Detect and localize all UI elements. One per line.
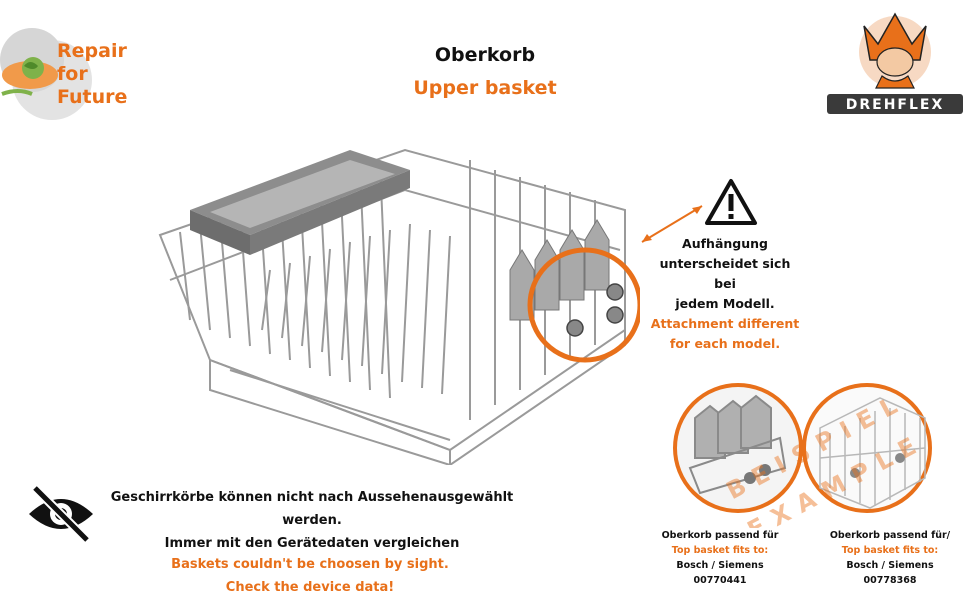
selection-note-de: Geschirrkörbe können nicht nach Aussehen… — [92, 486, 532, 555]
caption-brand: Bosch / Siemens — [676, 560, 764, 571]
caption-de: Oberkorb passend für — [661, 530, 779, 541]
repair-for-future-logo — [0, 28, 92, 120]
example-caption-1: Oberkorb passend für Top basket fits to:… — [650, 528, 790, 588]
warning-line-de: Aufhängung — [682, 236, 768, 251]
caption-part-number: 00778368 — [863, 575, 917, 586]
logo-line: Future — [57, 86, 128, 108]
caption-brand: Bosch / Siemens — [846, 560, 934, 571]
note-line-de: Geschirrkörbe können nicht nach Aussehen… — [110, 490, 514, 528]
logo-line: for — [57, 63, 88, 85]
logo-line: Repair — [57, 40, 127, 62]
caption-de: Oberkorb passend für/ — [829, 530, 951, 541]
warning-line-de: jedem Modell. — [675, 296, 775, 311]
selection-note-en: Baskets couldn't be choosen by sight. Ch… — [150, 553, 470, 599]
attachment-warning: Aufhängung unterscheidet sich bei jedem … — [650, 234, 800, 354]
warning-line-en: Attachment different — [650, 316, 800, 331]
example-thumbnails: BEISPIEL EXAMPLE — [673, 383, 932, 528]
note-line-en: Baskets couldn't be choosen by sight. — [171, 557, 449, 572]
note-line-de: Immer mit den Gerätedaten vergleichen — [164, 536, 460, 551]
caption-en: Top basket fits to: — [671, 545, 769, 556]
attachment-arrow — [641, 205, 703, 243]
drehflex-logo: DREHFLEX — [827, 12, 963, 114]
caption-part-number: 00770441 — [693, 575, 747, 586]
caption-en: Top basket fits to: — [841, 545, 939, 556]
warning-line-de: unterscheidet sich bei — [659, 256, 791, 291]
note-line-en: Check the device data! — [225, 580, 395, 595]
page-title-en: Upper basket — [413, 77, 557, 99]
warning-triangle-icon — [705, 179, 757, 225]
example-caption-2: Oberkorb passend für/ Top basket fits to… — [820, 528, 960, 588]
drehflex-brand-text: DREHFLEX — [846, 97, 945, 113]
eye-slash-icon — [29, 484, 93, 544]
page-title-de: Oberkorb — [434, 44, 536, 66]
upper-basket-image — [158, 148, 640, 465]
repair-for-future-text: Repair for Future — [57, 40, 127, 109]
warning-line-en: for each model. — [669, 336, 781, 351]
